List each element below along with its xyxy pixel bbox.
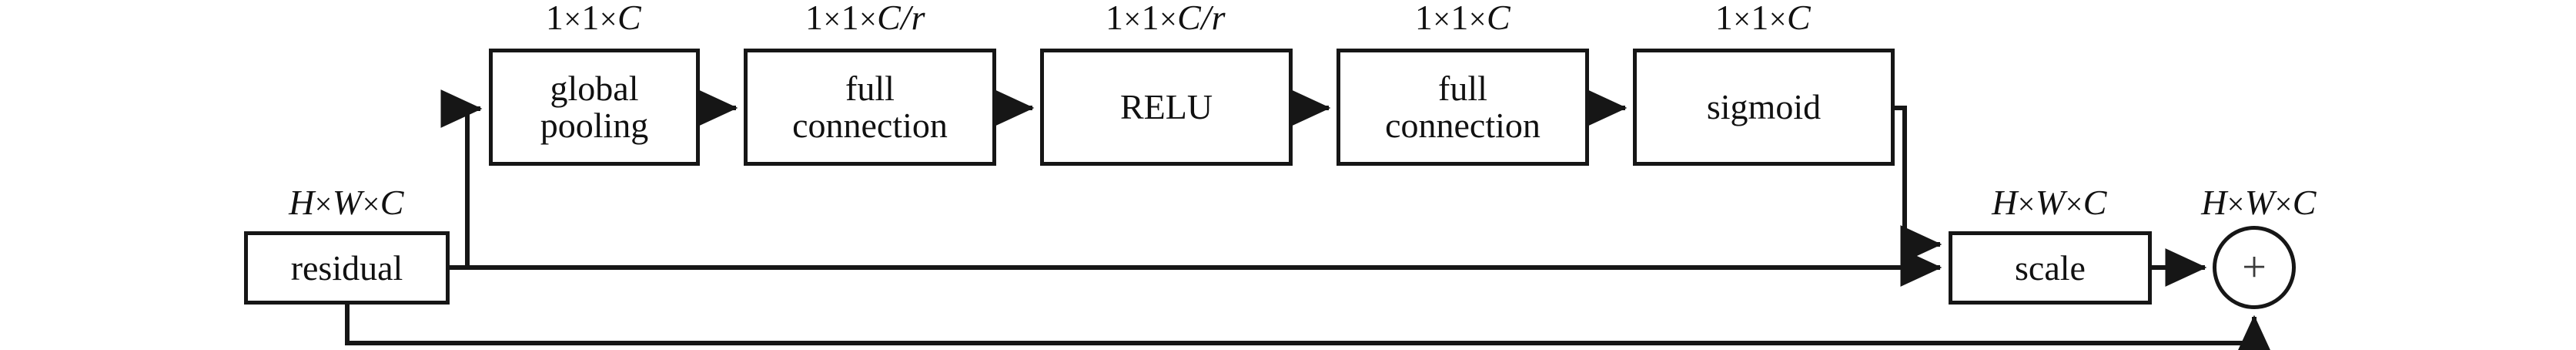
- dim-b: W: [2244, 183, 2275, 222]
- dim-c: C: [2292, 183, 2317, 222]
- dim-times-2: ×: [2065, 187, 2083, 221]
- node-label-line1: full: [1438, 69, 1487, 109]
- dim-c: C/r: [877, 0, 925, 37]
- dim-b: 1: [841, 0, 860, 37]
- dim-a: H: [1992, 183, 2018, 222]
- dim-times-2: ×: [1159, 2, 1178, 36]
- dim-label-global-pooling: 1×1×C: [546, 0, 641, 38]
- dim-times-1: ×: [1733, 2, 1751, 36]
- dim-label-sigmoid: 1×1×C: [1715, 0, 1811, 38]
- dim-times-2: ×: [2274, 187, 2293, 221]
- dim-b: 1: [1450, 0, 1469, 37]
- node-label-line2: connection: [792, 106, 948, 145]
- node-full-connection-1[interactable]: full connection: [744, 49, 996, 166]
- node-label-line2: connection: [1385, 106, 1541, 145]
- dim-b: 1: [1751, 0, 1769, 37]
- dim-times-2: ×: [1468, 2, 1487, 36]
- node-label-line1: global: [550, 69, 639, 109]
- edge-residual-to-global-pooling: [440, 89, 483, 268]
- node-sigmoid[interactable]: sigmoid: [1633, 49, 1895, 166]
- dim-times-2: ×: [599, 2, 617, 36]
- dim-a: 1: [805, 0, 824, 37]
- dim-c: C: [2083, 183, 2107, 222]
- node-label-line2: pooling: [540, 106, 649, 145]
- node-label-line1: RELU: [1119, 87, 1213, 127]
- dim-times-1: ×: [314, 187, 333, 221]
- node-relu[interactable]: RELU: [1040, 49, 1293, 166]
- dim-a: 1: [545, 0, 564, 37]
- dim-a: H: [289, 183, 315, 222]
- dim-b: 1: [1141, 0, 1160, 37]
- dim-label-sum: H×W×C: [2201, 182, 2317, 223]
- dim-c: C: [617, 0, 642, 37]
- sum-plus-icon: +: [2242, 244, 2267, 291]
- node-label-line1: full: [845, 69, 895, 109]
- node-global-pooling[interactable]: global pooling: [489, 49, 700, 166]
- node-residual[interactable]: residual: [244, 231, 450, 305]
- dim-b: W: [2035, 183, 2066, 222]
- dim-a: H: [2201, 183, 2227, 222]
- dim-b: 1: [581, 0, 600, 37]
- node-label-line1: residual: [290, 247, 403, 288]
- dim-times-2: ×: [1768, 2, 1787, 36]
- dim-a: 1: [1414, 0, 1434, 37]
- dim-label-full-connection-1: 1×1×C/r: [805, 0, 925, 38]
- dim-label-full-connection-2: 1×1×C: [1415, 0, 1510, 38]
- dim-times-1: ×: [823, 2, 841, 36]
- dim-times-1: ×: [564, 2, 582, 36]
- dim-times-2: ×: [859, 2, 878, 36]
- dim-c: C: [1486, 0, 1511, 37]
- dim-a: 1: [1106, 0, 1124, 37]
- dim-label-residual: H×W×C: [289, 182, 404, 223]
- edge-sigmoid-to-scale: [1893, 106, 1942, 264]
- dim-times-1: ×: [1123, 2, 1142, 36]
- dim-c: C/r: [1177, 0, 1226, 37]
- dim-times-1: ×: [1433, 2, 1451, 36]
- node-scale[interactable]: scale: [1949, 231, 2152, 305]
- dim-label-relu: 1×1×C/r: [1106, 0, 1226, 38]
- dim-times-1: ×: [2226, 187, 2245, 221]
- dim-a: 1: [1715, 0, 1734, 37]
- dim-label-scale: H×W×C: [1992, 182, 2107, 223]
- node-sum-operator[interactable]: +: [2213, 226, 2296, 309]
- dim-times-2: ×: [362, 187, 380, 221]
- dim-c: C: [380, 183, 404, 222]
- dim-b: W: [332, 183, 363, 222]
- dim-times-1: ×: [2017, 187, 2036, 221]
- dim-c: C: [1786, 0, 1812, 37]
- node-label-line1: sigmoid: [1706, 87, 1822, 127]
- edge-identity-skip: [345, 303, 2273, 350]
- node-full-connection-2[interactable]: full connection: [1337, 49, 1589, 166]
- node-label-line1: scale: [2015, 247, 2086, 288]
